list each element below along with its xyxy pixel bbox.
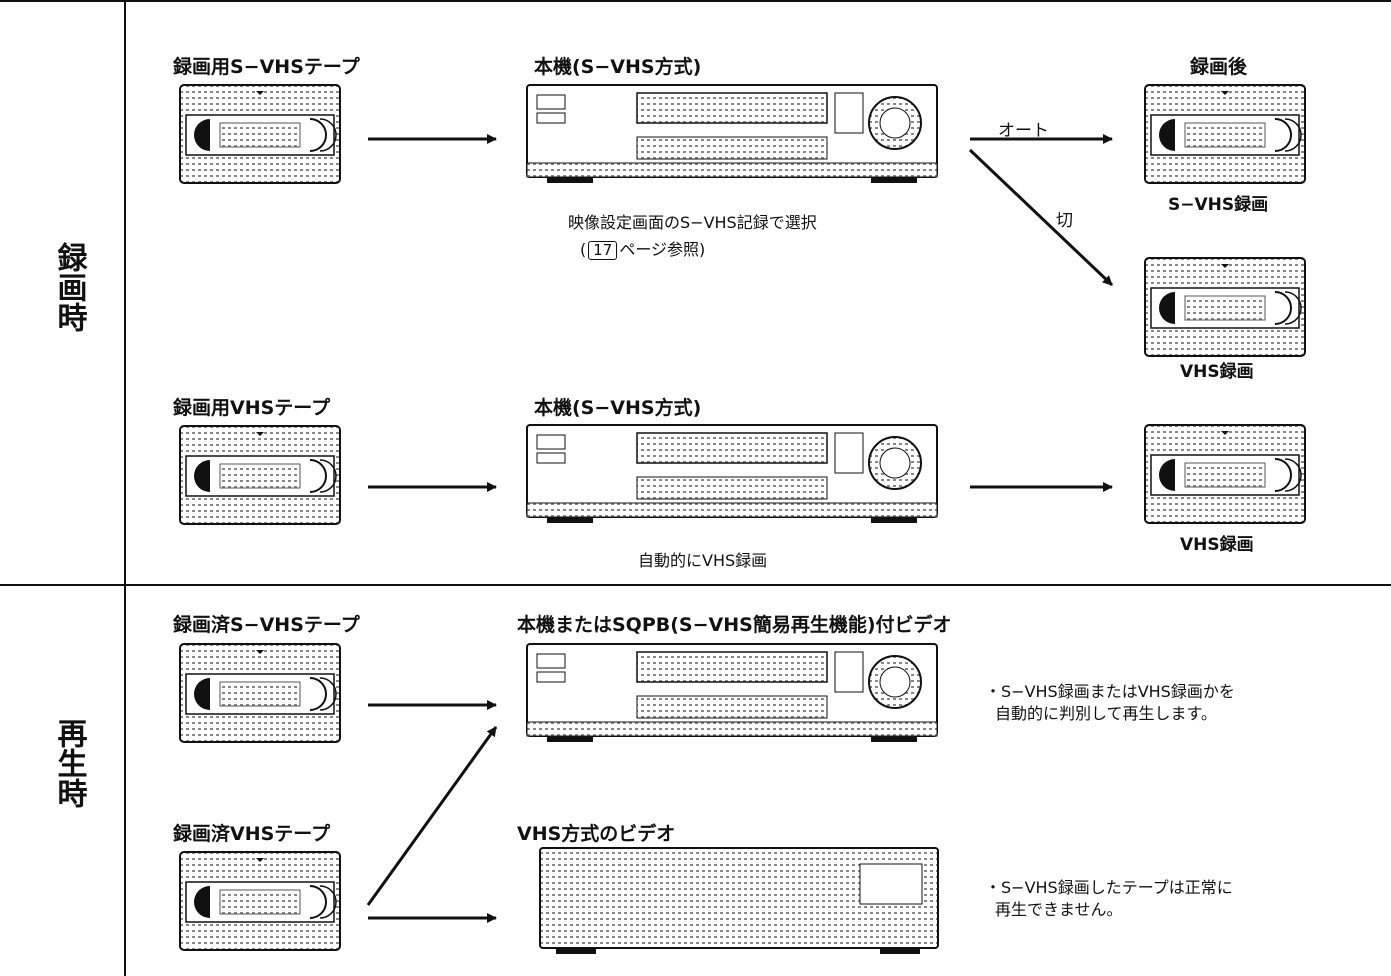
- result-vhs-tape-image-2: [1144, 424, 1306, 524]
- vhs-deck-image: [539, 847, 939, 954]
- row1-tape-label: 録画用S−VHSテープ: [173, 56, 360, 78]
- playback-note-2-line1: ・S−VHS録画したテープは正常に: [985, 878, 1233, 897]
- branch-off-label: 切: [1056, 211, 1073, 231]
- recording-section-label: 録画時: [51, 242, 87, 332]
- playback-section-label: 再生時: [51, 718, 87, 808]
- frame-section-divider: [0, 584, 1391, 586]
- playback-note-1-line1: ・S−VHS録画またはVHS録画かを: [985, 682, 1235, 701]
- svhs-blank-tape-image: [179, 84, 341, 184]
- vhs-deck-label: VHS方式のビデオ: [517, 823, 676, 845]
- result-vhs-tape-image-1: [1144, 257, 1306, 357]
- playback-note-2: ・S−VHS録画したテープは正常に 再生できません。: [985, 877, 1233, 922]
- row1-deck-caption: 映像設定画面のS−VHS記録で選択: [568, 213, 817, 232]
- frame-left-divider: [124, 0, 126, 976]
- svhs-deck-image-1: [526, 84, 938, 184]
- result-svhs-label: S−VHS録画: [1168, 195, 1269, 215]
- row2-tape-label: 録画用VHSテープ: [173, 397, 331, 419]
- result-svhs-tape-image: [1144, 84, 1306, 184]
- svhs-deck-image-3: [526, 643, 938, 743]
- vhs-blank-tape-image: [179, 425, 341, 525]
- result-header-label: 録画後: [1190, 56, 1248, 78]
- playback-note-1: ・S−VHS録画またはVHS録画かを 自動的に判別して再生します。: [985, 681, 1235, 726]
- page-ref-number: 17: [588, 241, 618, 260]
- frame-top-border: [0, 0, 1391, 2]
- svhs-deck-image-2: [526, 424, 938, 524]
- page-ref-open-paren: (: [580, 240, 587, 259]
- playback-note-1-line2: 自動的に判別して再生します。: [995, 704, 1217, 724]
- playback-note-2-line2: 再生できません。: [995, 900, 1123, 920]
- branch-auto-label: オート: [998, 121, 1049, 141]
- result-vhs-label-1: VHS録画: [1180, 362, 1254, 382]
- row2-deck-label: 本機(S−VHS方式): [534, 397, 702, 419]
- page-ref-suffix: ページ参照): [619, 240, 706, 259]
- playback-tape2-label: 録画済VHSテープ: [173, 823, 331, 845]
- svhs-recorded-tape-image: [179, 643, 341, 743]
- playback-tape1-label: 録画済S−VHSテープ: [173, 614, 360, 636]
- row2-deck-caption: 自動的にVHS録画: [638, 551, 768, 570]
- row1-deck-label: 本機(S−VHS方式): [534, 56, 702, 78]
- playback-deck-label: 本機またはSQPB(S−VHS簡易再生機能)付ビデオ: [517, 614, 952, 636]
- result-vhs-label-2: VHS録画: [1180, 535, 1254, 555]
- vhs-recorded-tape-image: [179, 851, 341, 951]
